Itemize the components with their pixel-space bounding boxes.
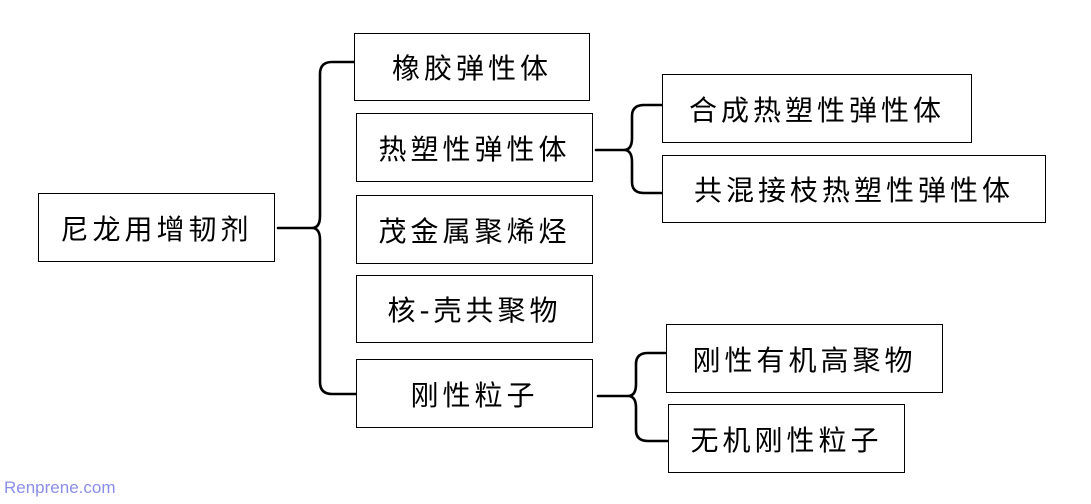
- thermoplastic-brace: [594, 103, 664, 195]
- subcategory-node-label: 刚性有机高聚物: [692, 343, 917, 377]
- category-node-metallocene-polyolefin: 茂金属聚烯烃: [356, 195, 593, 264]
- category-node-rigid-particles: 刚性粒子: [356, 359, 593, 428]
- subcategory-node-blend-graft-tpe: 共混接枝热塑性弹性体: [662, 155, 1046, 223]
- subcategory-node-label: 无机刚性粒子: [690, 423, 883, 457]
- rigid-particles-brace: [596, 351, 670, 443]
- subcategory-node-inorganic-rigid-particles: 无机刚性粒子: [668, 404, 905, 473]
- category-node-label: 核-壳共聚物: [387, 294, 562, 327]
- category-node-rubber-elastomer: 橡胶弹性体: [354, 33, 590, 101]
- watermark: Renprene.com: [4, 478, 116, 497]
- root-node-label: 尼龙用增韧剂: [60, 212, 253, 246]
- category-node-label: 橡胶弹性体: [391, 52, 552, 85]
- subcategory-node-rigid-organic-polymer: 刚性有机高聚物: [666, 324, 943, 393]
- main-brace: [276, 60, 358, 396]
- subcategory-node-label: 共混接枝热塑性弹性体: [693, 174, 1014, 207]
- category-node-core-shell-copolymer: 核-壳共聚物: [356, 275, 593, 343]
- category-node-label: 热塑性弹性体: [378, 132, 571, 166]
- category-node-label: 刚性粒子: [410, 378, 539, 412]
- category-node-thermoplastic-elastomer: 热塑性弹性体: [356, 113, 593, 182]
- subcategory-node-synthetic-tpe: 合成热塑性弹性体: [662, 74, 972, 143]
- root-node: 尼龙用增韧剂: [38, 193, 275, 262]
- subcategory-node-label: 合成热塑性弹性体: [688, 93, 945, 127]
- category-node-label: 茂金属聚烯烃: [378, 214, 571, 248]
